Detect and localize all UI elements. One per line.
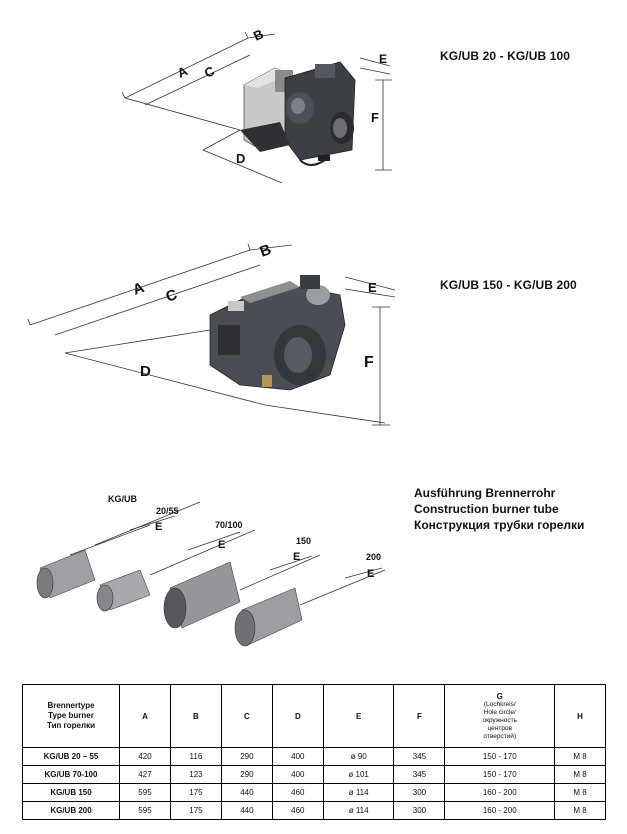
svg-text:E: E <box>379 52 387 66</box>
tube-e-label-4: E <box>367 568 374 580</box>
model-title-large: KG/UB 150 - KG/UB 200 <box>440 278 577 292</box>
table-row: KG/UB 70-100 427 123 290 400 ø 101 345 1… <box>22 765 606 784</box>
svg-text:B: B <box>251 26 266 44</box>
svg-text:C: C <box>164 286 180 306</box>
svg-text:F: F <box>364 354 374 371</box>
table-row: KG/UB 200 595 175 440 460 ø 114 300 160 … <box>22 801 606 820</box>
tube-size-20-55: 20/55 <box>156 506 179 516</box>
header-c: C <box>220 684 273 748</box>
tube-size-70-100: 70/100 <box>215 520 243 530</box>
tube-e-label-3: E <box>293 551 300 563</box>
svg-text:E: E <box>368 280 377 295</box>
svg-text:A: A <box>131 279 147 299</box>
header-f: F <box>393 684 446 748</box>
model-title-small: KG/UB 20 - KG/UB 100 <box>440 49 571 63</box>
spec-table-header-row: Brennertype Type burner Тип горелки A B … <box>22 684 606 748</box>
tube-size-150: 150 <box>296 536 311 546</box>
table-row: KG/UB 20 – 55 420 116 290 400 ø 90 345 1… <box>22 747 606 766</box>
header-b: B <box>169 684 222 748</box>
spec-table: Brennertype Type burner Тип горелки A B … <box>22 684 606 820</box>
tube-title-en: Construction burner tube <box>414 502 559 516</box>
tube-e-label-2: E <box>218 539 225 551</box>
header-g: G (Lochkreis/ Hole circle/ окружность це… <box>444 684 556 748</box>
tube-e-label-1: E <box>155 521 162 533</box>
burner-tubes-drawing: KG/UB 20/55 70/100 150 200 E E E E <box>36 494 386 647</box>
svg-text:A: A <box>175 63 190 81</box>
tube-title-de: Ausführung Brennerrohr <box>414 486 556 500</box>
svg-text:D: D <box>140 363 151 380</box>
svg-text:D: D <box>236 151 245 166</box>
tube-size-200: 200 <box>366 552 381 562</box>
tube-kgub-label: KG/UB <box>108 494 138 504</box>
header-e: E <box>322 684 395 748</box>
header-d: D <box>271 684 324 748</box>
burner-drawing-large: A C B E F D <box>27 241 396 426</box>
tube-title-ru: Конструкция трубки горелки <box>414 518 585 532</box>
table-row: KG/UB 150 595 175 440 460 ø 114 300 160 … <box>22 783 606 802</box>
header-h: H <box>554 684 606 748</box>
svg-text:F: F <box>371 110 379 125</box>
burner-drawing-small: A C B E F D <box>121 26 392 184</box>
header-a: A <box>119 684 171 748</box>
svg-text:B: B <box>258 241 274 261</box>
tube-title-block: Ausführung Brennerrohr Construction burn… <box>414 485 584 533</box>
header-brennertype: Brennertype Type burner Тип горелки <box>22 684 120 748</box>
